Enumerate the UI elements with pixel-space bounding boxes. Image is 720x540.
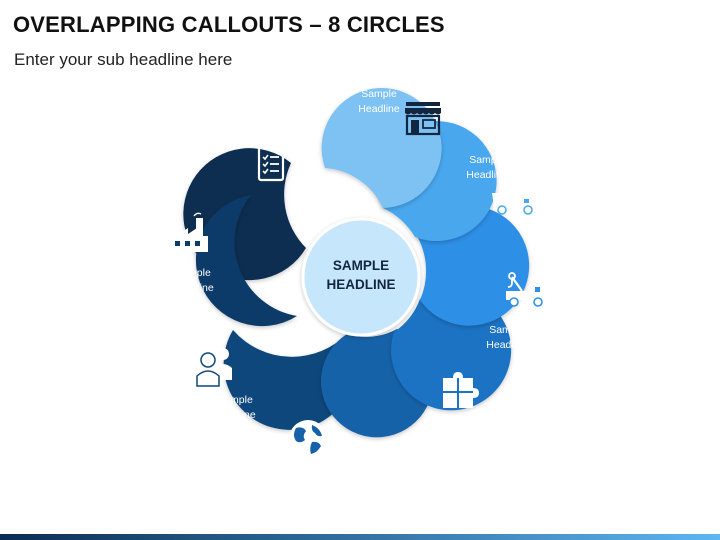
callout-4-label-line2: Headline: [422, 435, 464, 447]
callout-6-label-line2: Headline: [214, 409, 256, 421]
footer-bar: [0, 534, 720, 540]
callout-6: Sample Headline: [184, 330, 356, 430]
callout-1-shape: [321, 88, 442, 208]
callout-8-label-line2: Headline: [253, 120, 295, 132]
callout-7: Sample Headline: [170, 195, 297, 327]
callout-2-label-line1: Sample: [469, 154, 505, 166]
callout-6-label-line1: Sample: [217, 394, 253, 406]
callout-7-label-line1: Sample: [175, 267, 211, 279]
factory-icon: [170, 212, 208, 252]
store-icon: [405, 102, 441, 136]
globe-icon: [289, 420, 327, 458]
page-subtitle: Enter your sub headline here: [14, 50, 233, 69]
callout-5-label-line1: Sample: [324, 452, 360, 464]
callout-1-label-line1: Sample: [361, 88, 397, 100]
clipboard-icon: [257, 143, 285, 182]
center-label-line1: SAMPLE: [333, 258, 389, 273]
tow-truck-icon: [506, 272, 546, 307]
callout-2-label-line2: Headline: [466, 169, 508, 181]
callout-7-shape: [195, 195, 297, 327]
page-title: OVERLAPPING CALLOUTS – 8 CIRCLES: [13, 12, 445, 37]
callout-8-label-line1: Sample: [256, 105, 292, 117]
callout-4-label-line1: Sample: [425, 420, 461, 432]
callout-1-label-line2: Headline: [358, 103, 400, 115]
callout-5-label-line2: Headline: [321, 467, 363, 479]
callout-7-label-line2: Headline: [172, 282, 214, 294]
callout-3-label-line1: Sample: [489, 324, 525, 336]
callout-1: Sample Headline: [321, 88, 442, 208]
puzzle-icon: [443, 372, 479, 408]
center-label-line2: HEADLINE: [326, 277, 395, 292]
center-circle: SAMPLE HEADLINE: [301, 217, 421, 337]
team-icon: [184, 348, 232, 387]
callout-3-label-line2: Headline: [486, 339, 528, 351]
dump-truck-icon: [492, 184, 535, 215]
callout-6-shape: [223, 330, 356, 430]
